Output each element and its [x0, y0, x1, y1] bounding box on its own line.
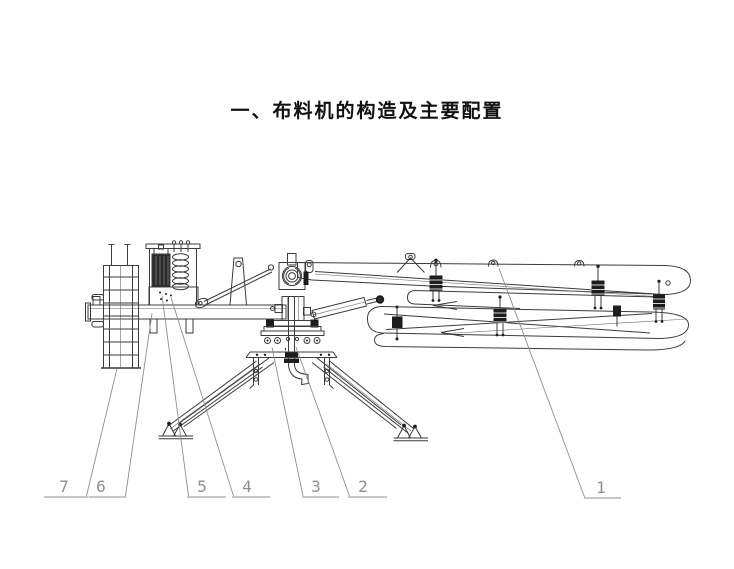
callout-2-number: 2: [358, 477, 368, 496]
callout-1: 1: [498, 268, 621, 499]
luffing-cylinder: [310, 295, 385, 320]
callout-3-number: 3: [311, 477, 321, 496]
counterweight-rack: [91, 244, 141, 369]
delivery-pipe-elbow: [284, 296, 310, 386]
callout-6-number: 6: [96, 477, 106, 496]
callout-6: 6: [88, 313, 153, 498]
callout-7-number: 7: [59, 477, 69, 496]
callout-5-number: 5: [197, 477, 207, 496]
callout-4-number: 4: [242, 477, 252, 496]
callout-7: 7: [44, 368, 118, 498]
pipe-clamps: [429, 258, 665, 337]
balance-beam: [85, 296, 287, 334]
callout-labels: 7 6 5 4 3: [44, 268, 621, 499]
outrigger-legs: [158, 357, 428, 442]
boom-arm-1: [297, 253, 692, 297]
callout-5: 5: [161, 295, 226, 498]
tie-rod: [194, 264, 275, 309]
callout-4: 4: [170, 297, 270, 498]
mast-plate: [229, 257, 248, 306]
machine-drawing: [85, 240, 692, 442]
page-title: 一、布料机的构造及主要配置: [230, 101, 504, 122]
folded-boom-bundle: [366, 290, 690, 351]
callout-3: 3: [271, 347, 339, 498]
callout-2: 2: [295, 346, 387, 498]
hydraulic-pump-unit: [145, 240, 201, 306]
slewing-turret: [260, 253, 325, 344]
callout-1-number: 1: [596, 478, 606, 497]
